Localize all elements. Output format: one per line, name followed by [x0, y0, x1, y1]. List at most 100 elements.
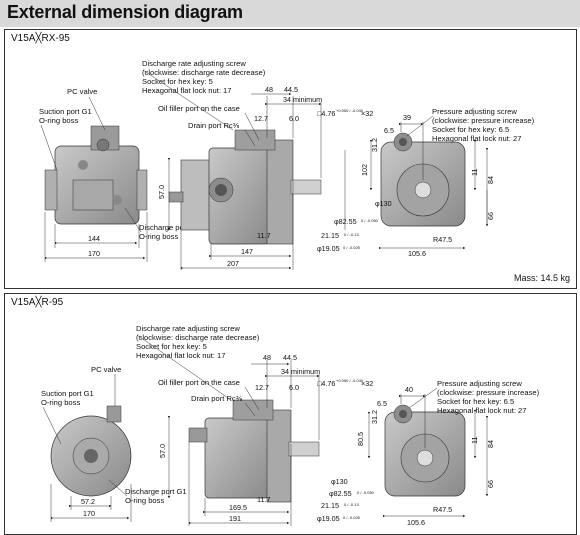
dim-6-0: 6.0: [289, 383, 299, 392]
dim-48: 48: [263, 353, 271, 362]
dim-82-tol: 0 / -0.050: [361, 218, 379, 223]
oil-filler-label: Oil filler port on the case: [158, 378, 240, 387]
page-title: External dimension diagram: [7, 2, 243, 22]
dim-11: 11: [470, 437, 479, 444]
dim-105-6: 105.6: [408, 249, 426, 258]
dim-82-55: φ82.55: [329, 489, 352, 498]
dim-144: 144: [88, 234, 100, 243]
dim-102: 102: [360, 164, 369, 176]
discharge-port-oring: O-ring boss: [125, 496, 164, 505]
suction-port-label: Suction port G1: [41, 389, 94, 398]
dim-21-tol: 0 / -0.13: [344, 502, 359, 507]
dim-34-min: 34 minimum: [281, 367, 320, 376]
dim-12-7: 12.7: [255, 383, 269, 392]
pressure-screw-dir: (clockwise: pressure increase): [437, 388, 540, 397]
key-tol: +0.050 / -0.040: [336, 108, 364, 113]
pressure-screw-key: Socket for hex key: 6.5: [432, 125, 509, 134]
pump-end-view: [44, 125, 148, 225]
dim-19-tol: 0 / -0.025: [343, 515, 361, 520]
dim-11-7: 11.7: [257, 231, 270, 240]
pump-side-view: [188, 399, 320, 503]
dim-19-tol: 0 / -0.025: [343, 245, 361, 250]
diagram-panel-rx95: V15A╳RX-95 144 170 PC valve Suction por: [4, 29, 577, 289]
discharge-port-label: Discharge port G1: [125, 487, 187, 496]
pressure-screw-nut: Hexagonal flat lock nut: 27: [432, 134, 522, 143]
dim-44-5: 44.5: [283, 353, 297, 362]
pressure-screw-title: Pressure adjusting screw: [437, 379, 522, 388]
suction-port-label: Suction port G1: [39, 107, 92, 116]
dim-82-tol: 0 / -0.050: [357, 490, 375, 495]
dim-147: 147: [241, 247, 253, 256]
model-title: V15A╳RX-95: [11, 33, 70, 44]
dim-31-2: 31.2: [370, 138, 379, 152]
dim-207: 207: [227, 259, 239, 268]
dim-66: 66: [486, 480, 495, 488]
dim-170: 170: [83, 509, 95, 518]
dim-191: 191: [229, 514, 241, 523]
discharge-screw-key: Socket for hex key: 5: [142, 77, 213, 86]
dim-105-6: 105.6: [407, 518, 425, 527]
model-title: V15A╳R-95: [11, 297, 64, 308]
dim-31-2: 31.2: [370, 410, 379, 424]
dim-11: 11: [470, 169, 479, 176]
pump-front-view: [380, 132, 466, 227]
dim-57: 57.0: [158, 444, 167, 458]
dim-169-5: 169.5: [229, 503, 247, 512]
dim-39: 39: [403, 113, 411, 122]
dim-11-7: 11.7: [257, 495, 270, 504]
dim-80-5: 80.5: [356, 432, 365, 446]
dim-57-2: 57.2: [81, 497, 95, 506]
dim-84: 84: [486, 440, 495, 448]
pressure-screw-nut: Hexagonal flat lock nut: 27: [437, 406, 527, 415]
dim-21-15: 21.15: [321, 501, 339, 510]
dimension-drawing: 57.2 170 PC valve Suction port G1 O-ring…: [41, 324, 540, 527]
discharge-screw-title: Discharge rate adjusting screw: [136, 324, 240, 333]
dim-57: 57.0: [157, 185, 166, 199]
key-len: ×32: [361, 109, 373, 118]
dim-82-55: φ82.55: [334, 217, 357, 226]
discharge-screw-nut: Hexagonal flat lock nut: 17: [142, 86, 232, 95]
dim-130: φ130: [375, 199, 392, 208]
key-tol: +0.050 / -0.040: [336, 378, 364, 383]
dim-21-15: 21.15: [321, 231, 339, 240]
pump-side-view: [168, 129, 322, 245]
key-dim: □4.76: [317, 109, 335, 118]
key-len: ×32: [361, 379, 373, 388]
dim-130: φ130: [331, 477, 348, 486]
oil-filler-label: Oil filler port on the case: [158, 104, 240, 113]
dim-6-5: 6.5: [384, 126, 394, 135]
header-bar: External dimension diagram: [0, 0, 580, 27]
pressure-screw-key: Socket for hex key: 6.5: [437, 397, 514, 406]
mass-label: Mass: 14.5 kg: [513, 273, 570, 283]
pc-valve-label: PC valve: [67, 87, 97, 96]
diagram-panel-r95: V15A╳R-95 57.2 170 PC valve Suction port…: [4, 293, 577, 535]
dimension-drawing: 144 170 PC valve Suction port G1 O-ring …: [39, 59, 535, 270]
pressure-screw-dir: (clockwise: pressure increase): [432, 116, 535, 125]
dim-19-05: φ19.05: [317, 514, 340, 523]
discharge-screw-title: Discharge rate adjusting screw: [142, 59, 246, 68]
suction-port-oring: O-ring boss: [39, 116, 78, 125]
pressure-screw-title: Pressure adjusting screw: [432, 107, 517, 116]
dim-6-0: 6.0: [289, 114, 299, 123]
suction-port-oring: O-ring boss: [41, 398, 80, 407]
dim-40: 40: [405, 385, 413, 394]
pump-end-view: [50, 405, 132, 497]
dim-66: 66: [486, 212, 495, 220]
r-47-5: R47.5: [433, 235, 452, 244]
pump-front-view: [384, 404, 466, 497]
discharge-screw-dir: (clockwise: discharge rate decrease): [136, 333, 260, 342]
dim-170: 170: [88, 249, 100, 258]
discharge-port-oring: O-ring boss: [139, 232, 178, 241]
dim-21-tol: 0 / -0.13: [344, 232, 359, 237]
discharge-screw-nut: Hexagonal flat lock nut: 17: [136, 351, 226, 360]
dim-44-5: 44.5: [284, 85, 298, 94]
dim-84: 84: [486, 176, 495, 184]
drain-port-label: Drain port Rc⅜: [188, 121, 240, 130]
key-dim: □4.76: [317, 379, 335, 388]
dim-6-5: 6.5: [377, 399, 387, 408]
discharge-screw-key: Socket for hex key: 5: [136, 342, 207, 351]
r-47-5: R47.5: [433, 505, 452, 514]
drain-port-label: Drain port Rc⅜: [191, 394, 243, 403]
dim-12-7: 12.7: [254, 114, 268, 123]
dim-48: 48: [265, 85, 273, 94]
